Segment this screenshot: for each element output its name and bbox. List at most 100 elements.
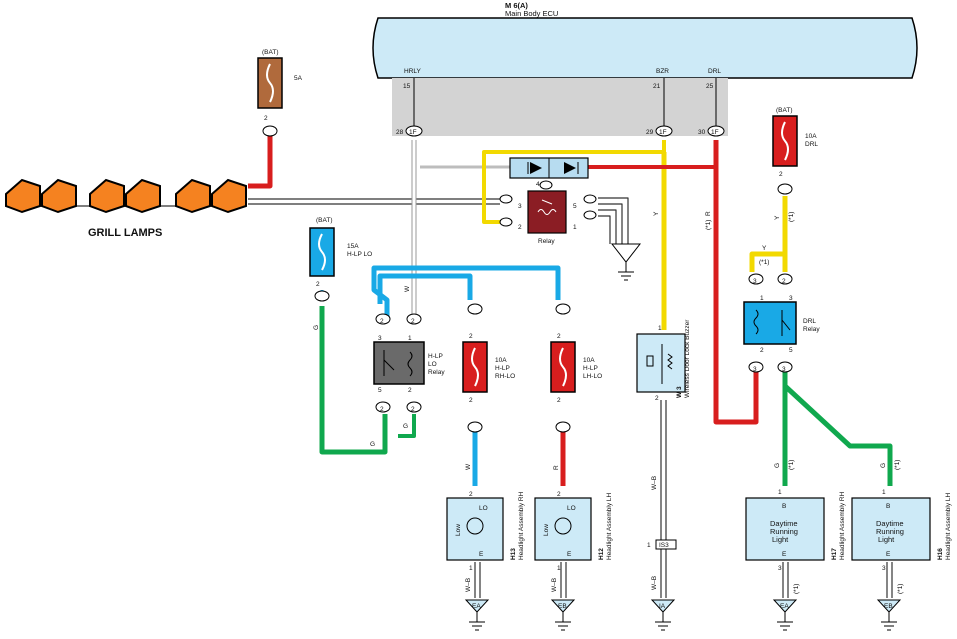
ecu-code: M 6(A) bbox=[505, 1, 528, 10]
drl-relay: 1 3 2 5 DRL Relay 3 2 3 3 bbox=[743, 278, 820, 373]
pin-28: 28 bbox=[396, 129, 404, 136]
headlight-lh: Low LO E 2 1 H12 Headlight Assembly LH bbox=[534, 491, 613, 572]
svg-text:H13: H13 bbox=[510, 548, 517, 560]
svg-text:LO: LO bbox=[567, 505, 576, 512]
svg-text:2: 2 bbox=[408, 387, 412, 394]
svg-text:G: G bbox=[313, 325, 320, 330]
ecu-name: Main Body ECU bbox=[505, 9, 558, 18]
svg-text:Y: Y bbox=[762, 245, 767, 252]
svg-text:RH-LO: RH-LO bbox=[495, 373, 515, 380]
svg-text:EB: EB bbox=[884, 603, 893, 610]
svg-text:2: 2 bbox=[518, 224, 522, 231]
svg-text:EA: EA bbox=[780, 603, 789, 610]
svg-text:10A: 10A bbox=[495, 357, 507, 364]
svg-text:3: 3 bbox=[518, 203, 522, 210]
svg-text:Relay: Relay bbox=[803, 326, 820, 333]
svg-text:LO: LO bbox=[428, 361, 437, 368]
svg-text:Y: Y bbox=[774, 215, 781, 220]
svg-text:10A: 10A bbox=[583, 357, 595, 364]
svg-text:Headlight Assembly LH: Headlight Assembly LH bbox=[606, 492, 613, 560]
fuse-5a-source: (BAT) bbox=[262, 49, 279, 56]
ground-eb-lh: EB bbox=[550, 599, 576, 631]
svg-text:1F: 1F bbox=[659, 129, 667, 136]
svg-text:3: 3 bbox=[753, 366, 757, 373]
svg-text:Daytime: Daytime bbox=[876, 519, 904, 528]
svg-text:G: G bbox=[403, 423, 408, 430]
svg-text:DRL: DRL bbox=[805, 141, 818, 148]
svg-text:4: 4 bbox=[536, 181, 540, 188]
is3-connector: IS3 1 bbox=[647, 539, 677, 550]
svg-text:1: 1 bbox=[408, 335, 412, 342]
svg-text:2: 2 bbox=[557, 397, 561, 404]
svg-text:Daytime: Daytime bbox=[770, 519, 798, 528]
hlp-lo-relay: 3 1 5 2 H-LP LO Relay 2 2 2 2 bbox=[373, 318, 445, 413]
svg-text:5: 5 bbox=[378, 387, 382, 394]
svg-text:(*1): (*1) bbox=[705, 220, 712, 230]
svg-text:(*1): (*1) bbox=[759, 259, 769, 266]
svg-text:EB: EB bbox=[558, 603, 567, 610]
svg-text:Relay: Relay bbox=[428, 369, 445, 376]
grill-lamp-3 bbox=[175, 178, 247, 214]
svg-text:2: 2 bbox=[655, 395, 659, 402]
connector-tags: 1F 1F 1F bbox=[262, 125, 793, 433]
svg-text:R: R bbox=[553, 465, 560, 470]
svg-text:Headlight Assembly LH: Headlight Assembly LH bbox=[945, 492, 952, 560]
svg-text:2: 2 bbox=[469, 333, 473, 340]
headlight-rh: Low LO E 2 1 H13 Headlight Assembly RH bbox=[446, 491, 525, 572]
pin-29: 29 bbox=[646, 129, 654, 136]
buzzer-code: W 3 bbox=[676, 386, 683, 398]
svg-text:3: 3 bbox=[782, 366, 786, 373]
ecu-pin-bzr: BZR bbox=[656, 68, 669, 75]
ecu-pin-21: 21 bbox=[653, 83, 661, 90]
grill-lamp-1 bbox=[5, 178, 77, 214]
svg-text:Headlight Assembly RH: Headlight Assembly RH bbox=[518, 491, 525, 560]
svg-text:1F: 1F bbox=[409, 129, 417, 136]
ground-ea-rh: EA bbox=[464, 599, 490, 631]
svg-text:2: 2 bbox=[760, 347, 764, 354]
ecu-pin-hrly: HRLY bbox=[404, 68, 422, 75]
drl-light-rh: Daytime Running Light B E 1 3 (*1) H17 H… bbox=[745, 489, 846, 594]
svg-text:2: 2 bbox=[411, 318, 415, 325]
svg-text:2: 2 bbox=[316, 281, 320, 288]
svg-text:2: 2 bbox=[782, 278, 786, 285]
grill-relay: 3 2 5 1 4 Relay bbox=[499, 180, 597, 245]
connector-28: 1F bbox=[405, 125, 423, 137]
svg-text:2: 2 bbox=[380, 406, 384, 413]
svg-text:5: 5 bbox=[573, 203, 577, 210]
svg-text:Y: Y bbox=[653, 211, 660, 216]
svg-text:(*1): (*1) bbox=[793, 584, 800, 594]
svg-text:LH-LO: LH-LO bbox=[583, 373, 602, 380]
svg-text:(*1): (*1) bbox=[894, 460, 901, 470]
svg-text:3: 3 bbox=[778, 565, 782, 572]
svg-text:DRL: DRL bbox=[803, 318, 816, 325]
svg-text:E: E bbox=[782, 551, 787, 558]
svg-text:Headlight Assembly RH: Headlight Assembly RH bbox=[839, 491, 846, 560]
svg-text:H12: H12 bbox=[598, 548, 605, 560]
grill-lamps-label: GRILL LAMPS bbox=[88, 227, 162, 239]
svg-text:EA: EA bbox=[472, 603, 481, 610]
svg-text:2: 2 bbox=[380, 318, 384, 325]
svg-text:1: 1 bbox=[778, 489, 782, 496]
svg-text:(BAT): (BAT) bbox=[776, 107, 793, 114]
svg-text:W: W bbox=[465, 463, 472, 470]
pin-30: 30 bbox=[698, 129, 706, 136]
svg-text:1: 1 bbox=[882, 489, 886, 496]
svg-text:1: 1 bbox=[647, 542, 651, 549]
drl-light-lh: Daytime Running Light B E 1 3 (*1) H16 H… bbox=[851, 489, 952, 594]
svg-text:Running: Running bbox=[876, 527, 904, 536]
svg-text:H17: H17 bbox=[831, 548, 838, 560]
fuse-hlp-lo: (BAT) 15A H-LP LO 2 bbox=[309, 217, 372, 288]
svg-text:2: 2 bbox=[469, 397, 473, 404]
svg-text:W–B: W–B bbox=[465, 578, 472, 592]
svg-text:G: G bbox=[880, 463, 887, 468]
ground-ia: IA bbox=[650, 599, 676, 631]
svg-text:E: E bbox=[567, 551, 572, 558]
svg-text:Low: Low bbox=[455, 524, 462, 536]
grill-lamp-2 bbox=[89, 178, 161, 214]
ecu-pin-15: 15 bbox=[403, 83, 411, 90]
svg-text:3: 3 bbox=[882, 565, 886, 572]
fuse-rh-lo: 10A H-LP RH-LO 2 2 bbox=[462, 333, 515, 404]
svg-text:2: 2 bbox=[779, 171, 783, 178]
svg-text:H16: H16 bbox=[937, 548, 944, 560]
